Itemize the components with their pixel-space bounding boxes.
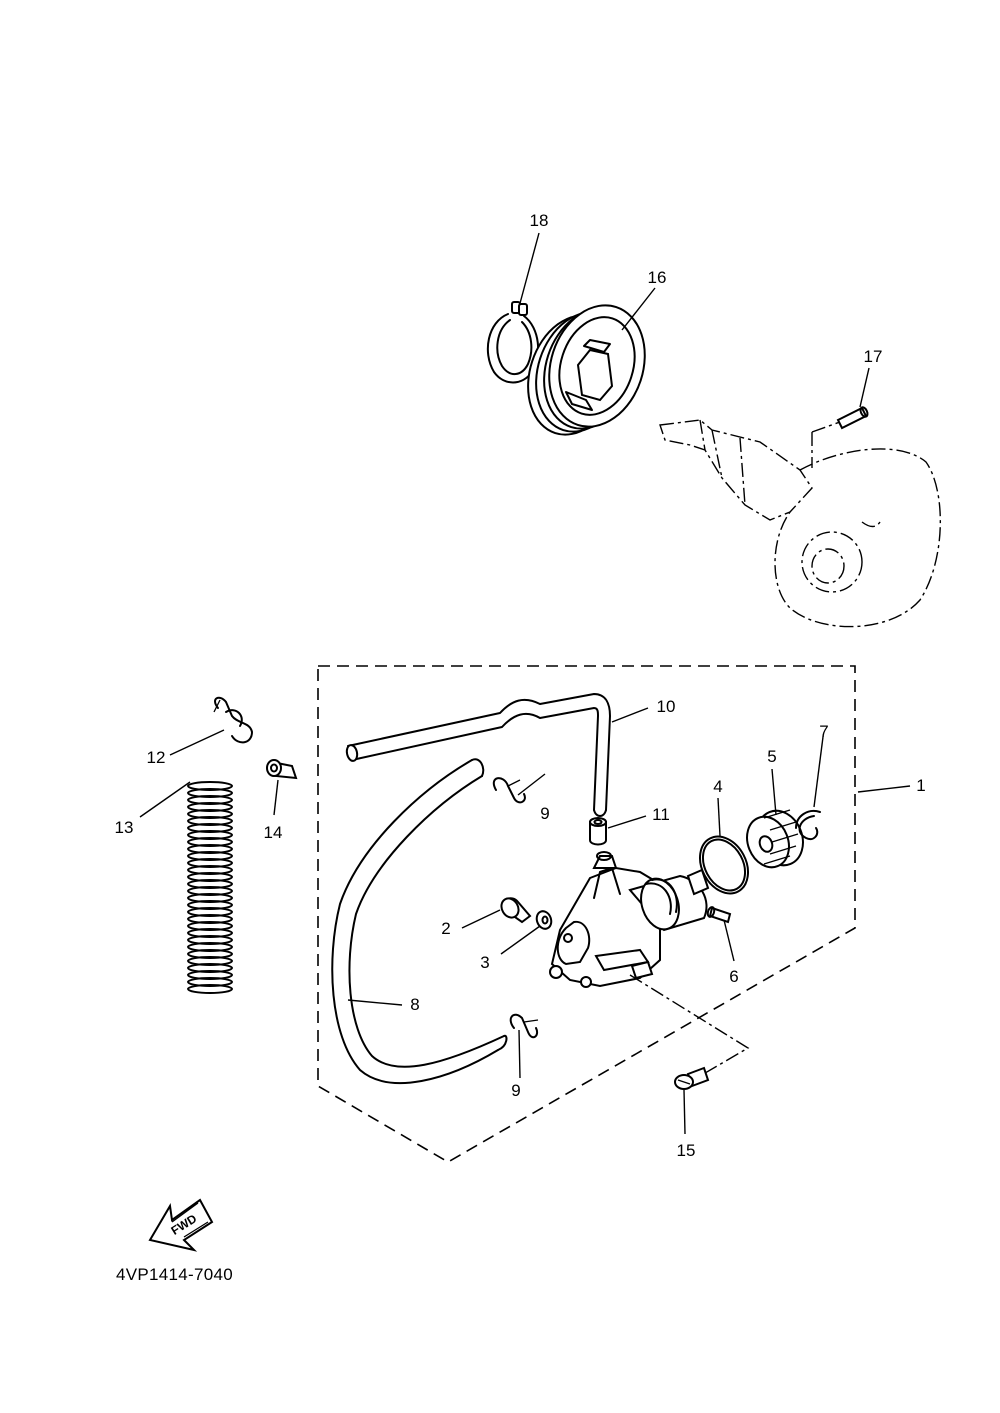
pipe-10 xyxy=(345,693,611,817)
callout-10: 10 xyxy=(657,697,676,716)
callout-11: 11 xyxy=(652,805,670,824)
callout-2: 2 xyxy=(441,919,450,938)
clamp-12 xyxy=(213,696,253,744)
callout-17: 17 xyxy=(864,347,883,366)
callouts: 18 16 17 1 10 5 7 4 11 9 2 3 6 8 9 15 12… xyxy=(115,211,926,1160)
callout-1: 1 xyxy=(916,776,925,795)
callout-8: 8 xyxy=(410,995,419,1014)
callout-7: 7 xyxy=(819,722,828,741)
callout-15: 15 xyxy=(677,1141,696,1160)
callout-16: 16 xyxy=(648,268,667,287)
fwd-arrow-icon: FWD xyxy=(148,1198,214,1252)
screw-15 xyxy=(674,1066,710,1090)
pin-6 xyxy=(706,906,732,924)
callout-6: 6 xyxy=(729,967,738,986)
callout-4: 4 xyxy=(713,777,722,796)
callout-13: 13 xyxy=(115,818,134,837)
circlip-18 xyxy=(486,301,540,384)
washer-3 xyxy=(535,910,553,930)
leader-lines xyxy=(139,232,911,1135)
part-number-code: 4VP1414-7040 xyxy=(116,1265,234,1284)
screw-centerline xyxy=(629,974,750,1077)
oil-pump-body xyxy=(549,851,710,988)
dowel-pin-17 xyxy=(836,406,869,430)
callout-18: 18 xyxy=(530,211,549,230)
callout-9-lower: 9 xyxy=(511,1081,520,1100)
clip-9-lower xyxy=(509,1013,539,1039)
pulley-16 xyxy=(527,304,646,436)
callout-9-upper: 9 xyxy=(540,804,549,823)
callout-5: 5 xyxy=(767,747,776,766)
joint-11 xyxy=(589,817,607,846)
callout-14: 14 xyxy=(264,823,283,842)
callout-12: 12 xyxy=(147,748,166,767)
screw-2 xyxy=(500,897,532,924)
callout-3: 3 xyxy=(480,953,489,972)
spring-13 xyxy=(187,781,233,994)
o-ring-4 xyxy=(699,835,749,895)
hose-8 xyxy=(331,758,508,1084)
crankshaft-reference xyxy=(659,419,942,628)
joint-14 xyxy=(266,759,298,780)
assembly-boundary-1 xyxy=(317,665,856,1163)
circlip-7 xyxy=(795,810,821,840)
clip-9-upper xyxy=(492,777,526,804)
gear-5 xyxy=(746,809,804,869)
